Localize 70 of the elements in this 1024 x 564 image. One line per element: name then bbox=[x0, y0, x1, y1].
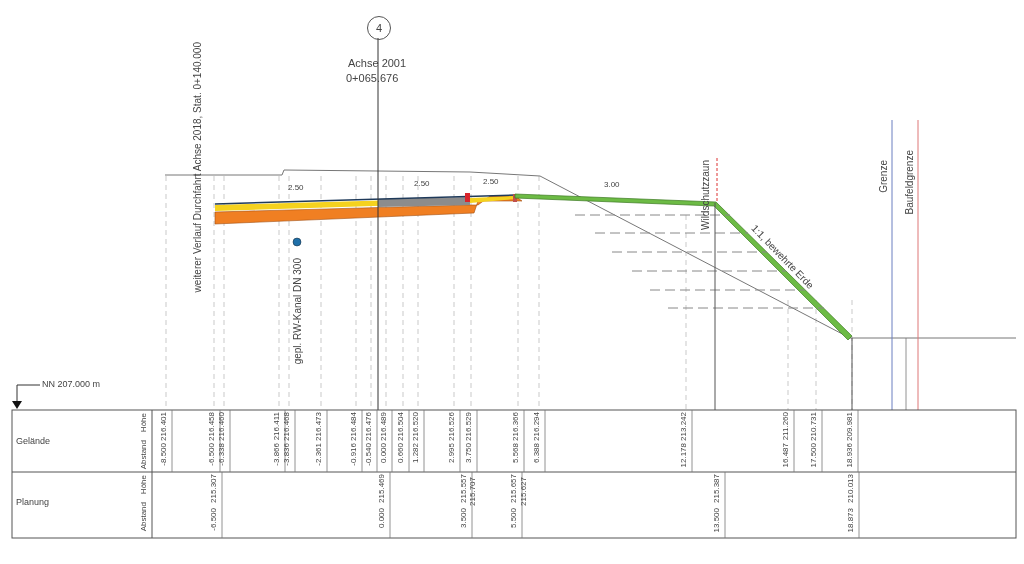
distance-value: -6.500 bbox=[208, 443, 216, 466]
height-value: 210.731 bbox=[810, 412, 818, 441]
distance-value: 18.873 bbox=[847, 508, 855, 533]
height-value: 216.460 bbox=[218, 412, 226, 441]
distance-value: 5.568 bbox=[512, 443, 520, 464]
axis-name: Achse 2001 bbox=[348, 58, 407, 69]
height-value: 216.366 bbox=[512, 412, 520, 441]
distance-value: -8.500 bbox=[160, 443, 168, 466]
height-value: 216.484 bbox=[350, 412, 358, 441]
height-value: 215.657 bbox=[510, 474, 518, 503]
distance-value: 3.500 bbox=[460, 508, 468, 529]
row-subheading: Abstand bbox=[140, 502, 148, 532]
distance-value: -3.836 bbox=[283, 443, 291, 466]
row-subheading: Abstand bbox=[140, 440, 148, 470]
height-value: 215.707 bbox=[469, 477, 477, 506]
height-value: 210.013 bbox=[847, 474, 855, 503]
distance-value: 0.000 bbox=[380, 443, 388, 464]
row-heading: Gelände bbox=[16, 437, 51, 446]
height-value: 209.981 bbox=[846, 412, 854, 441]
distance-value: 1.282 bbox=[412, 443, 420, 464]
distance-value: -3.866 bbox=[273, 443, 281, 466]
height-value: 215.627 bbox=[520, 477, 528, 506]
distance-value: 17.500 bbox=[810, 443, 818, 468]
station-value: 0+065.676 bbox=[346, 73, 399, 84]
height-value: 216.401 bbox=[160, 412, 168, 441]
height-value: 216.411 bbox=[273, 412, 281, 441]
height-value: 216.294 bbox=[533, 412, 541, 441]
height-value: 216.476 bbox=[365, 412, 373, 441]
fence-label: Wildschutzzaun bbox=[701, 160, 711, 231]
distance-value: 16.487 bbox=[782, 443, 790, 468]
distance-value: 13.500 bbox=[713, 508, 721, 533]
distance-value: 2.995 bbox=[448, 443, 456, 464]
height-value: 215.387 bbox=[713, 474, 721, 503]
distance-value: -6.500 bbox=[210, 508, 218, 531]
distance-value: -2.361 bbox=[315, 443, 323, 466]
row-subheading: Höhe bbox=[140, 413, 148, 433]
width-dimension: 3.00 bbox=[604, 181, 620, 189]
width-dimension: 2.50 bbox=[483, 178, 499, 186]
distance-value: -0.540 bbox=[365, 443, 373, 466]
distance-value: -6.338 bbox=[218, 443, 226, 466]
height-value: 216.458 bbox=[208, 412, 216, 441]
distance-value: 6.388 bbox=[533, 443, 541, 464]
site-boundary-label: Baufeldgrenze bbox=[905, 150, 915, 215]
height-value: 216.468 bbox=[283, 412, 291, 441]
datum-label: NN 207.000 m bbox=[42, 380, 101, 389]
height-value: 216.526 bbox=[448, 412, 456, 441]
height-value: 213.242 bbox=[680, 412, 688, 441]
pipe-label: gepl. RW-Kanal DN 300 bbox=[293, 258, 303, 365]
width-dimension: 2.50 bbox=[414, 180, 430, 188]
height-value: 216.529 bbox=[465, 412, 473, 441]
distance-value: 3.750 bbox=[465, 443, 473, 464]
alignment-note: weiterer Verlauf Durchfahrt Achse 2018, Stat. 0+140.000 bbox=[193, 42, 203, 293]
width-dimension: 2.50 bbox=[288, 184, 304, 192]
height-value: 216.520 bbox=[412, 412, 420, 441]
distance-value: 12.178 bbox=[680, 443, 688, 468]
height-value: 215.469 bbox=[378, 474, 386, 503]
distance-value: 18.936 bbox=[846, 443, 854, 468]
height-value: 216.473 bbox=[315, 412, 323, 441]
height-value: 216.489 bbox=[380, 412, 388, 441]
distance-value: 0.000 bbox=[378, 508, 386, 529]
height-value: 215.557 bbox=[460, 474, 468, 503]
distance-value: -0.916 bbox=[350, 443, 358, 466]
height-value: 215.307 bbox=[210, 474, 218, 503]
height-value: 216.504 bbox=[397, 412, 405, 441]
boundary-label: Grenze bbox=[879, 160, 889, 193]
distance-value: 0.660 bbox=[397, 443, 405, 464]
row-subheading: Höhe bbox=[140, 475, 148, 495]
distance-value: 5.500 bbox=[510, 508, 518, 529]
height-value: 211.260 bbox=[782, 412, 790, 441]
row-heading: Planung bbox=[16, 498, 50, 507]
